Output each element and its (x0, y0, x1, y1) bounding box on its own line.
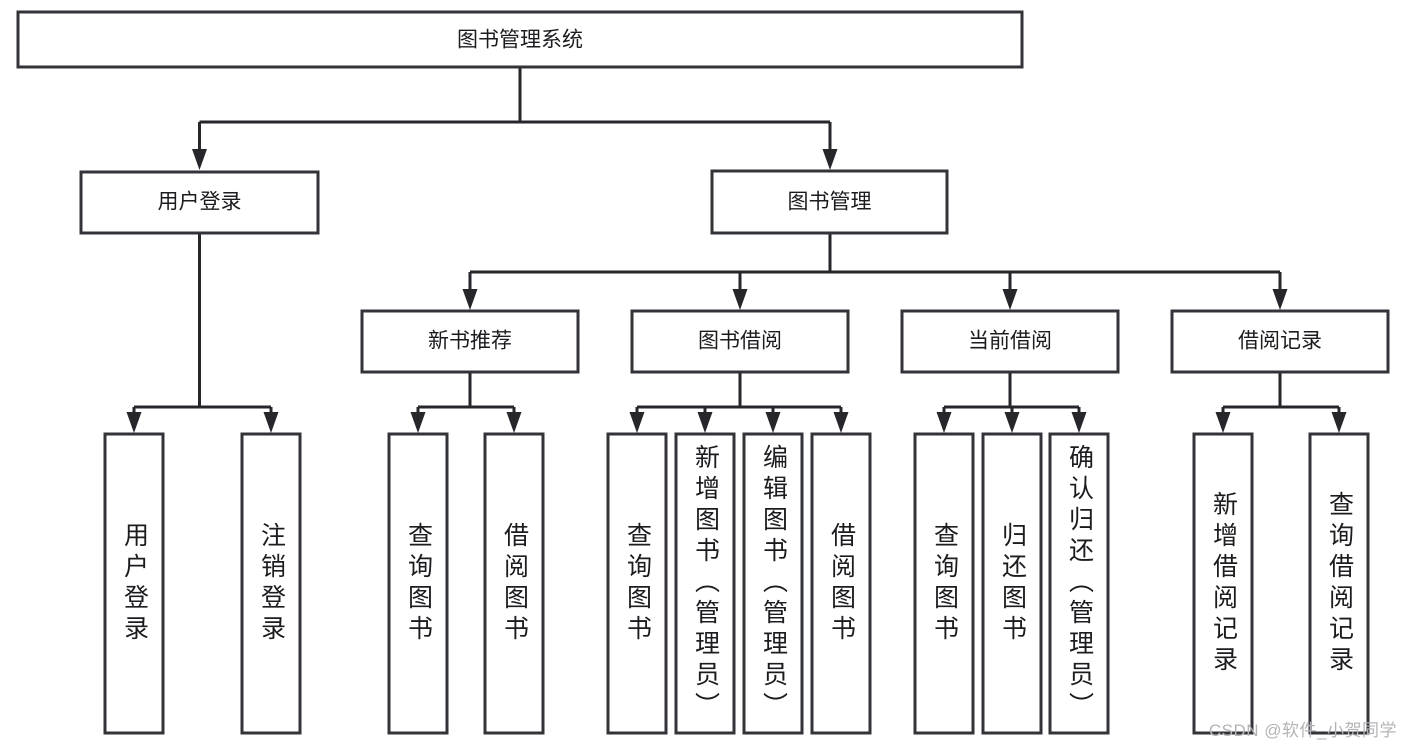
leaf-box-query-book-borrow[interactable] (606, 432, 668, 735)
arrow-head-icon (410, 412, 426, 433)
leaf-box-edit-book-admin[interactable] (742, 432, 804, 735)
arrow-head-icon (263, 412, 279, 433)
leaf-box-confirm-return-admin[interactable] (1048, 432, 1110, 735)
node-root-label: 图书管理系统 (457, 29, 583, 52)
leaf-box-user-login[interactable] (103, 432, 165, 735)
arrow-head-icon (1331, 412, 1347, 433)
node-root-book-management-system[interactable] (16, 10, 1024, 69)
arrow-head-icon (462, 289, 478, 310)
arrow-head-icon (1272, 289, 1288, 310)
connectors-newbook-to-leaves (410, 372, 522, 433)
node-book-management[interactable] (710, 169, 949, 235)
connectors-bookmgmt-to-level3 (462, 233, 1288, 310)
arrow-head-icon (506, 412, 522, 433)
arrow-head-icon (697, 412, 713, 433)
leaf-box-query-book-current[interactable] (913, 432, 975, 735)
connectors-root-to-level2 (192, 67, 838, 170)
leaf-box-logout-login[interactable] (240, 432, 302, 735)
node-user-login[interactable] (79, 170, 320, 235)
node-new-book-recommend-label: 新书推荐 (428, 330, 512, 353)
arrow-head-icon (833, 412, 849, 433)
arrow-head-icon (822, 149, 838, 170)
node-borrow-record-label: 借阅记录 (1238, 330, 1322, 353)
connectors-userlogin-to-leaves (126, 233, 279, 433)
node-book-borrow[interactable] (630, 309, 850, 374)
csdn-watermark: CSDN @软件_小贺同学 (1208, 721, 1397, 740)
leaf-box-query-book-newbook[interactable] (387, 432, 449, 735)
connectors-record-to-leaves (1215, 372, 1347, 433)
node-user-login-label: 用户登录 (158, 191, 242, 214)
leaf-box-add-borrow-record[interactable] (1192, 432, 1254, 735)
arrow-head-icon (765, 412, 781, 433)
leaf-box-return-book[interactable] (981, 432, 1043, 735)
node-current-borrow-label: 当前借阅 (968, 330, 1052, 353)
node-book-borrow-label: 图书借阅 (698, 330, 782, 353)
arrow-head-icon (1004, 412, 1020, 433)
arrow-head-icon (1002, 289, 1018, 310)
node-current-borrow[interactable] (900, 309, 1120, 374)
arrow-head-icon (732, 289, 748, 310)
leaf-box-add-book-admin[interactable] (674, 432, 736, 735)
arrow-head-icon (192, 149, 207, 170)
leaf-box-query-borrow-record[interactable] (1308, 432, 1370, 735)
arrow-head-icon (936, 412, 952, 433)
arrow-head-icon (629, 412, 645, 433)
arrow-head-icon (126, 412, 142, 433)
arrow-head-icon (1071, 412, 1087, 433)
leaf-box-borrow-book-newbook[interactable] (483, 432, 545, 735)
node-borrow-record[interactable] (1170, 309, 1390, 374)
node-new-book-recommend[interactable] (360, 309, 580, 374)
node-book-management-label: 图书管理 (788, 191, 872, 214)
connectors-current-to-leaves (936, 372, 1087, 433)
arrow-head-icon (1215, 412, 1231, 433)
leaf-box-borrow-book[interactable] (810, 432, 872, 735)
connectors-borrow-to-leaves (629, 372, 849, 433)
